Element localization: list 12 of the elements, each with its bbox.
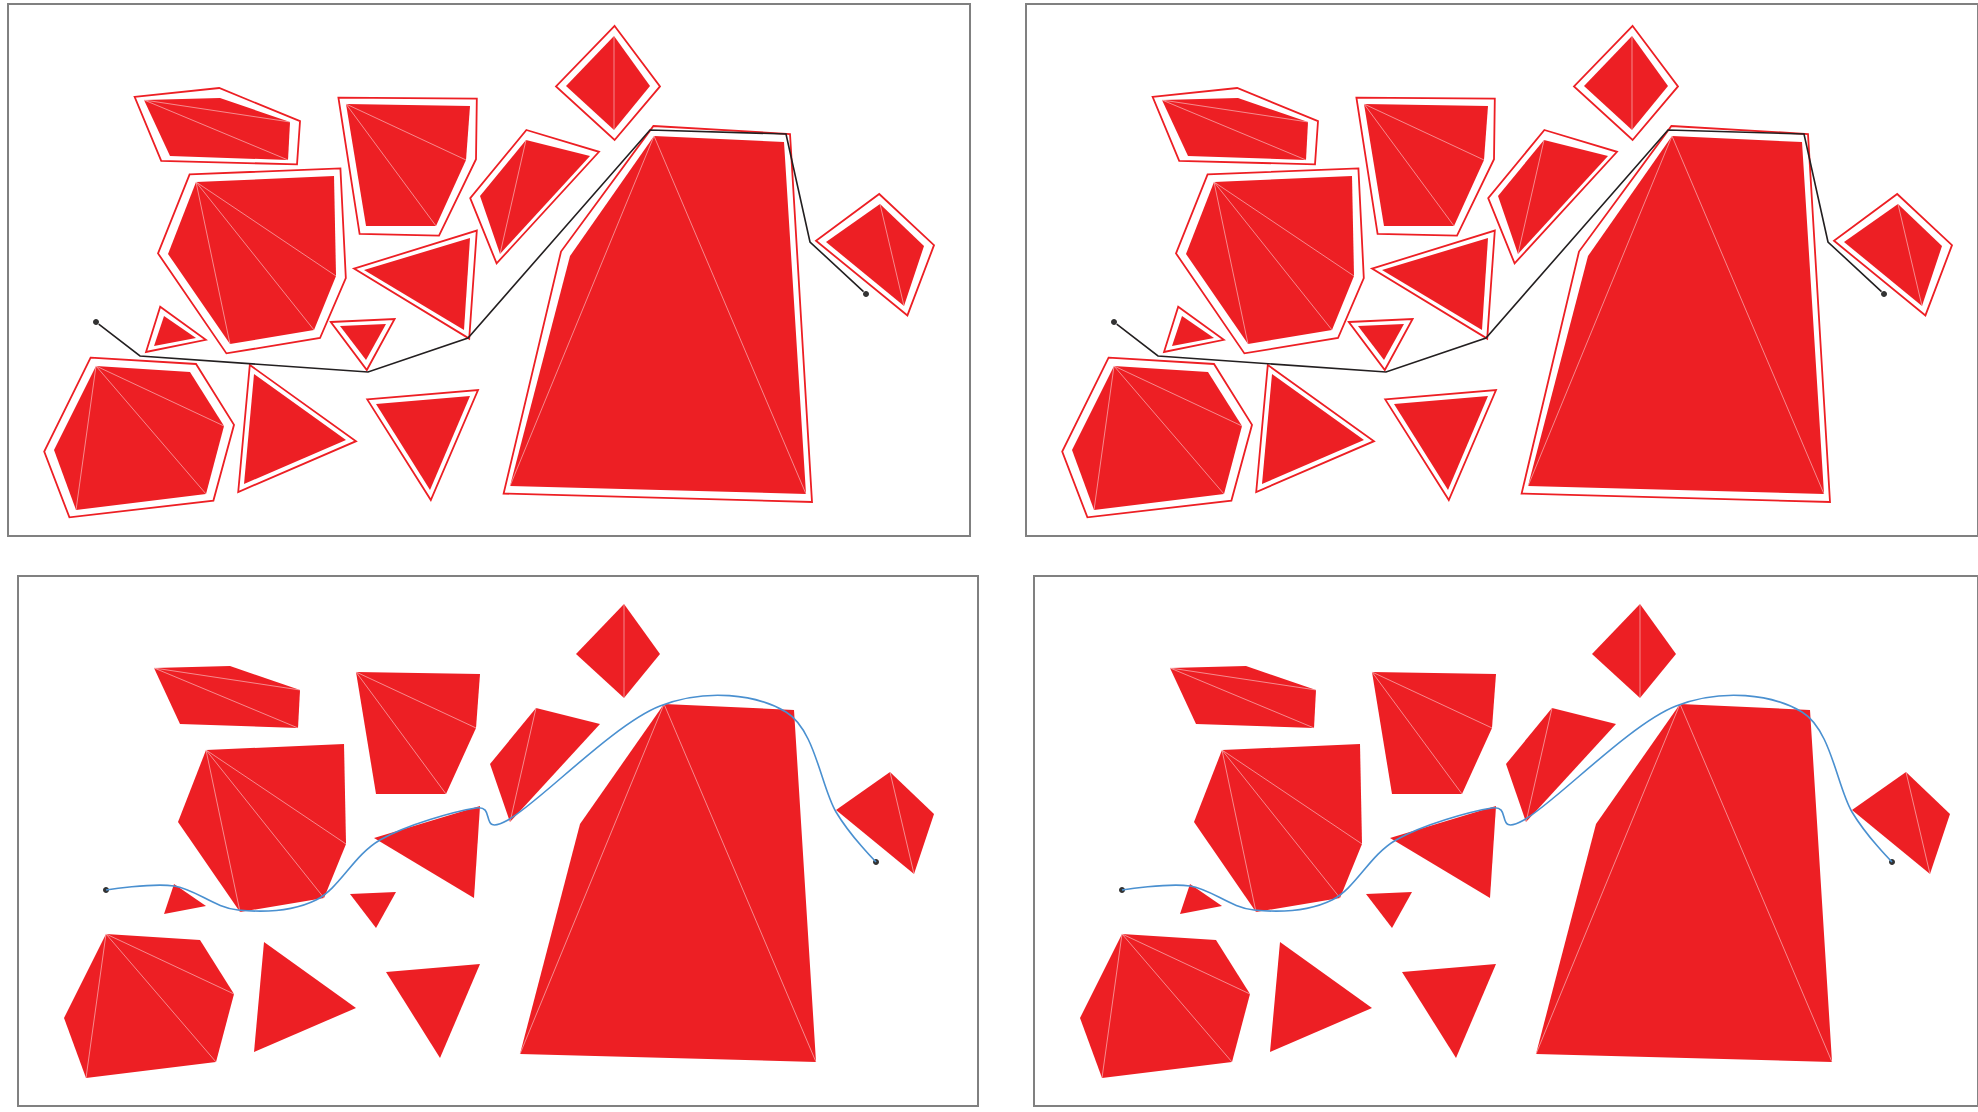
path-line <box>97 129 865 373</box>
path-line <box>105 694 877 912</box>
path-endpoint <box>1881 291 1887 297</box>
path-endpoint <box>103 887 109 893</box>
path-endpoint <box>1111 319 1117 325</box>
path-endpoint <box>1119 887 1125 893</box>
path-endpoint <box>873 859 879 865</box>
path-line <box>1115 129 1883 373</box>
path-line <box>1121 694 1893 912</box>
path-endpoint <box>93 319 99 325</box>
path-endpoint <box>1889 859 1895 865</box>
path-endpoint <box>863 291 869 297</box>
